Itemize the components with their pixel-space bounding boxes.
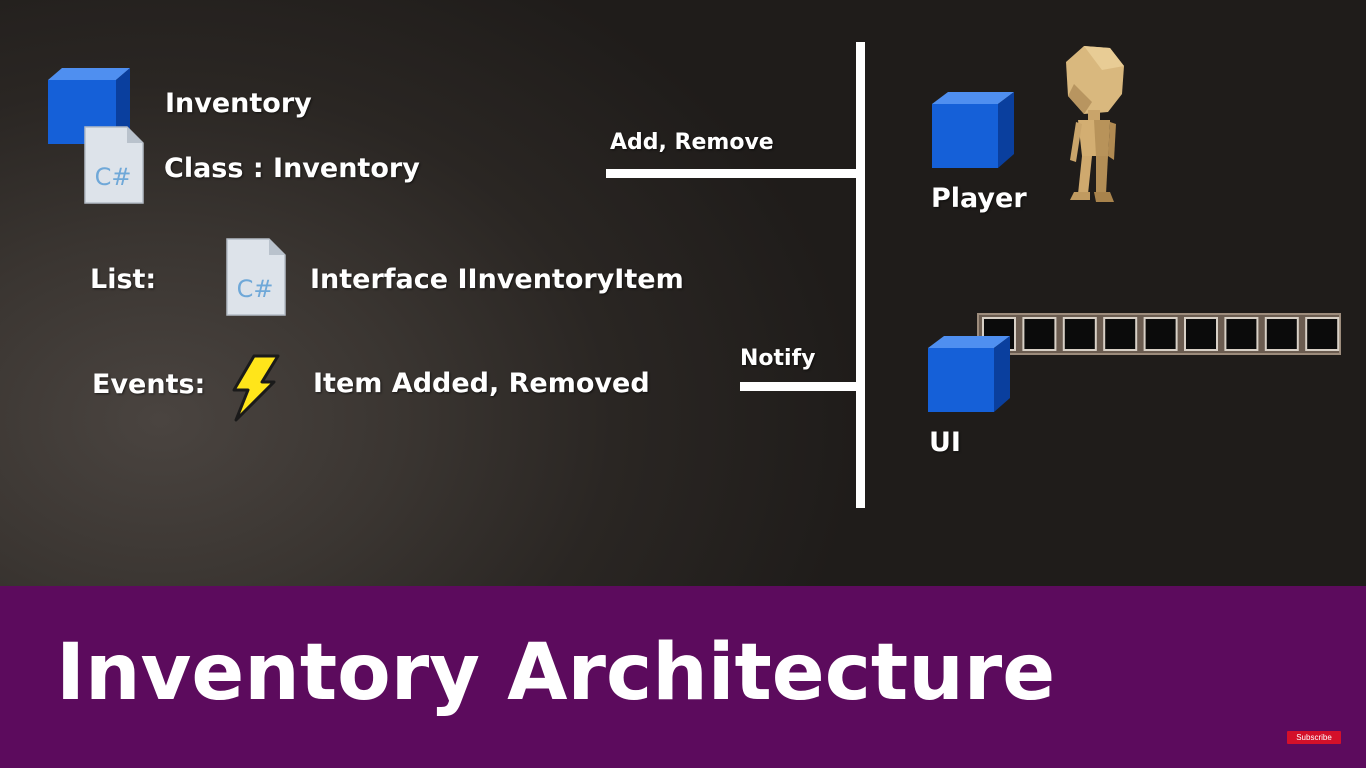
csharp-file-icon: C#: [84, 126, 144, 204]
class-inventory-label: Class : Inventory: [164, 153, 420, 184]
title-banner: [0, 586, 1366, 768]
interface-label: Interface IInventoryItem: [310, 264, 684, 295]
inventory-slot-icon: [1022, 317, 1057, 351]
player-label: Player: [931, 183, 1027, 214]
csharp-file-label: C#: [237, 275, 274, 303]
inventory-slot-icon: [1184, 317, 1218, 351]
inventory-slot-icon: [1224, 317, 1259, 351]
csharp-file-label: C#: [95, 163, 132, 191]
inventory-slot-icon: [1103, 317, 1138, 351]
list-label: List:: [90, 264, 157, 295]
lightning-icon: [232, 354, 280, 422]
inventory-slot-icon: [1062, 317, 1097, 351]
inventory-slot-icon: [1143, 317, 1178, 351]
events-value-label: Item Added, Removed: [313, 368, 650, 399]
inventory-slots: [982, 317, 1340, 351]
inventory-slot-icon: [1305, 317, 1340, 351]
ui-label: UI: [929, 427, 961, 458]
banner-title: Inventory Architecture: [56, 628, 1056, 718]
connector-notify-line: [740, 382, 858, 391]
player-cube-icon: [932, 92, 1014, 168]
connector-vertical-line: [856, 42, 865, 508]
notify-label: Notify: [740, 346, 816, 371]
csharp-file-icon: C#: [226, 238, 286, 316]
add-remove-label: Add, Remove: [610, 130, 774, 155]
ui-cube-icon: [928, 336, 1010, 412]
connector-add-remove-line: [606, 169, 858, 178]
character-figure-icon: [1066, 46, 1124, 202]
subscribe-button[interactable]: Subscribe: [1287, 731, 1341, 744]
inventory-label: Inventory: [165, 88, 312, 119]
inventory-slot-icon: [1264, 317, 1299, 351]
events-label: Events:: [92, 369, 206, 400]
